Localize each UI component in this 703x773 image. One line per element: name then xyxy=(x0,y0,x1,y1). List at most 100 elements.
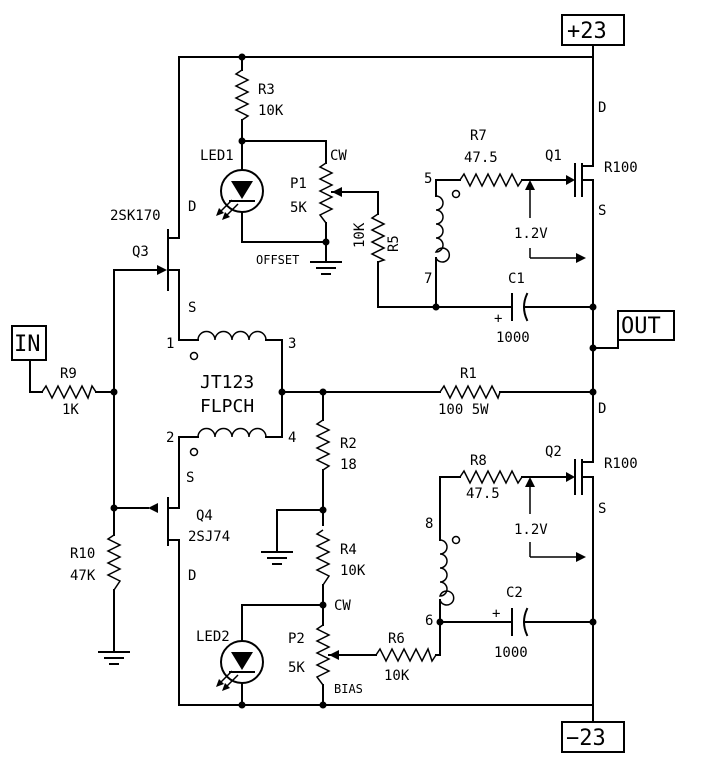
voltage-1-label: 1.2V xyxy=(514,226,548,242)
r7-value: 47.5 xyxy=(464,150,498,166)
p1-value: 5K xyxy=(290,200,307,216)
r7-ref: R7 xyxy=(470,128,487,144)
r4-value: 10K xyxy=(340,563,366,579)
capacitor-c2: C2 + 1000 xyxy=(492,585,529,661)
led2: LED2 xyxy=(196,629,264,691)
p2-cw: CW xyxy=(334,598,351,614)
capacitor-c1: C1 + 1000 xyxy=(494,271,530,346)
c1-ref: C1 xyxy=(508,271,525,287)
ground-icon xyxy=(98,651,130,665)
q4-ref: Q4 xyxy=(196,508,213,524)
q2-ref: Q2 xyxy=(545,444,562,460)
supply-positive: +23 xyxy=(561,14,625,46)
r2-value: 18 xyxy=(340,457,357,473)
choke1-pin-b: 7 xyxy=(424,271,432,287)
transformer-type: FLPCH xyxy=(200,396,254,417)
q1-s: S xyxy=(598,203,606,219)
choke-1: 5 7 xyxy=(424,171,461,287)
r9-ref: R9 xyxy=(60,366,77,382)
q2-s: S xyxy=(598,501,606,517)
supply-positive-label: +23 xyxy=(567,19,607,44)
p2-value: 5K xyxy=(288,660,305,676)
resistor-r1: R1 100 5W xyxy=(438,366,501,418)
r5-ref: R5 xyxy=(386,235,402,252)
p1-name: OFFSET xyxy=(256,253,299,267)
r8-value: 47.5 xyxy=(466,486,500,502)
c1-plus: + xyxy=(494,311,502,327)
input-terminal: IN xyxy=(11,325,47,361)
q3-d: D xyxy=(188,199,196,215)
ground-icon xyxy=(261,551,293,565)
p2-ref: P2 xyxy=(288,631,305,647)
resistor-r2: R2 18 xyxy=(315,419,357,473)
q4-part: 2SJ74 xyxy=(188,529,230,545)
transformer-name: JT123 xyxy=(200,372,254,393)
resistor-r9: R9 1K xyxy=(41,366,97,418)
c2-ref: C2 xyxy=(506,585,523,601)
r10-value: 47K xyxy=(70,568,96,584)
r6-ref: R6 xyxy=(388,631,405,647)
transistor-q4: Q4 2SJ74 S D xyxy=(148,470,230,584)
choke2-pin-b: 6 xyxy=(425,613,433,629)
q3-ref: Q3 xyxy=(132,244,149,260)
p1-cw: CW xyxy=(330,148,347,164)
c2-plus: + xyxy=(492,606,500,622)
r2-ref: R2 xyxy=(340,436,357,452)
potentiometer-p2: CW P2 5K BIAS xyxy=(288,598,363,696)
choke1-pin-a: 5 xyxy=(424,171,432,187)
output-terminal: OUT xyxy=(617,310,675,341)
resistor-r3: R3 10K xyxy=(234,69,284,121)
p2-name: BIAS xyxy=(334,682,363,696)
transformer-pin-4: 4 xyxy=(288,430,296,446)
resistor-r5: R5 10K xyxy=(352,213,402,263)
choke2-pin-a: 8 xyxy=(425,516,433,532)
r10-ref: R10 xyxy=(70,546,95,562)
led1: LED1 xyxy=(200,148,264,220)
supply-negative-label: −23 xyxy=(566,726,606,751)
led1-ref: LED1 xyxy=(200,148,234,164)
q3-part: 2SK170 xyxy=(110,208,161,224)
resistor-r4: R4 10K xyxy=(315,529,366,586)
ground-icon xyxy=(310,261,342,275)
voltage-marker-1: 1.2V xyxy=(514,180,586,263)
resistor-r10: R10 47K xyxy=(70,534,122,591)
transformer-jt123: 1 2 3 4 JT123 FLPCH xyxy=(166,330,296,457)
transistor-q3: 2SK170 Q3 D S xyxy=(110,199,196,316)
choke-2: 8 6 xyxy=(425,516,461,629)
transformer-pin-2: 2 xyxy=(166,430,174,446)
voltage-2-label: 1.2V xyxy=(514,522,548,538)
c1-value: 1000 xyxy=(496,330,530,346)
r5-value: 10K xyxy=(352,222,368,248)
q4-s: S xyxy=(186,470,194,486)
q1-res: R100 xyxy=(604,160,638,176)
r9-value: 1K xyxy=(62,402,79,418)
r3-ref: R3 xyxy=(258,82,275,98)
potentiometer-p1: CW P1 5K OFFSET xyxy=(256,148,347,267)
q1-ref: Q1 xyxy=(545,148,562,164)
r8-ref: R8 xyxy=(470,453,487,469)
q2-d: D xyxy=(598,401,606,417)
r3-value: 10K xyxy=(258,103,284,119)
r1-ref: R1 xyxy=(460,366,477,382)
voltage-marker-2: 1.2V xyxy=(514,477,586,562)
transistor-q1: Q1 R100 D S xyxy=(545,100,638,219)
transformer-pin-3: 3 xyxy=(288,336,296,352)
c2-value: 1000 xyxy=(494,645,528,661)
q1-d: D xyxy=(598,100,606,116)
q2-res: R100 xyxy=(604,456,638,472)
transformer-pin-1: 1 xyxy=(166,336,174,352)
resistor-r7: R7 47.5 xyxy=(459,128,523,188)
p1-ref: P1 xyxy=(290,176,307,192)
r6-value: 10K xyxy=(384,668,410,684)
q3-s: S xyxy=(188,300,196,316)
input-label: IN xyxy=(14,332,41,357)
output-label: OUT xyxy=(621,314,661,339)
transistor-q2: Q2 R100 D S xyxy=(545,401,638,517)
resistor-r6: R6 10K xyxy=(375,631,437,684)
wires xyxy=(29,44,619,723)
led2-ref: LED2 xyxy=(196,629,230,645)
resistor-r8: R8 47.5 xyxy=(459,453,523,502)
q4-d: D xyxy=(188,568,196,584)
supply-negative: −23 xyxy=(561,721,625,753)
